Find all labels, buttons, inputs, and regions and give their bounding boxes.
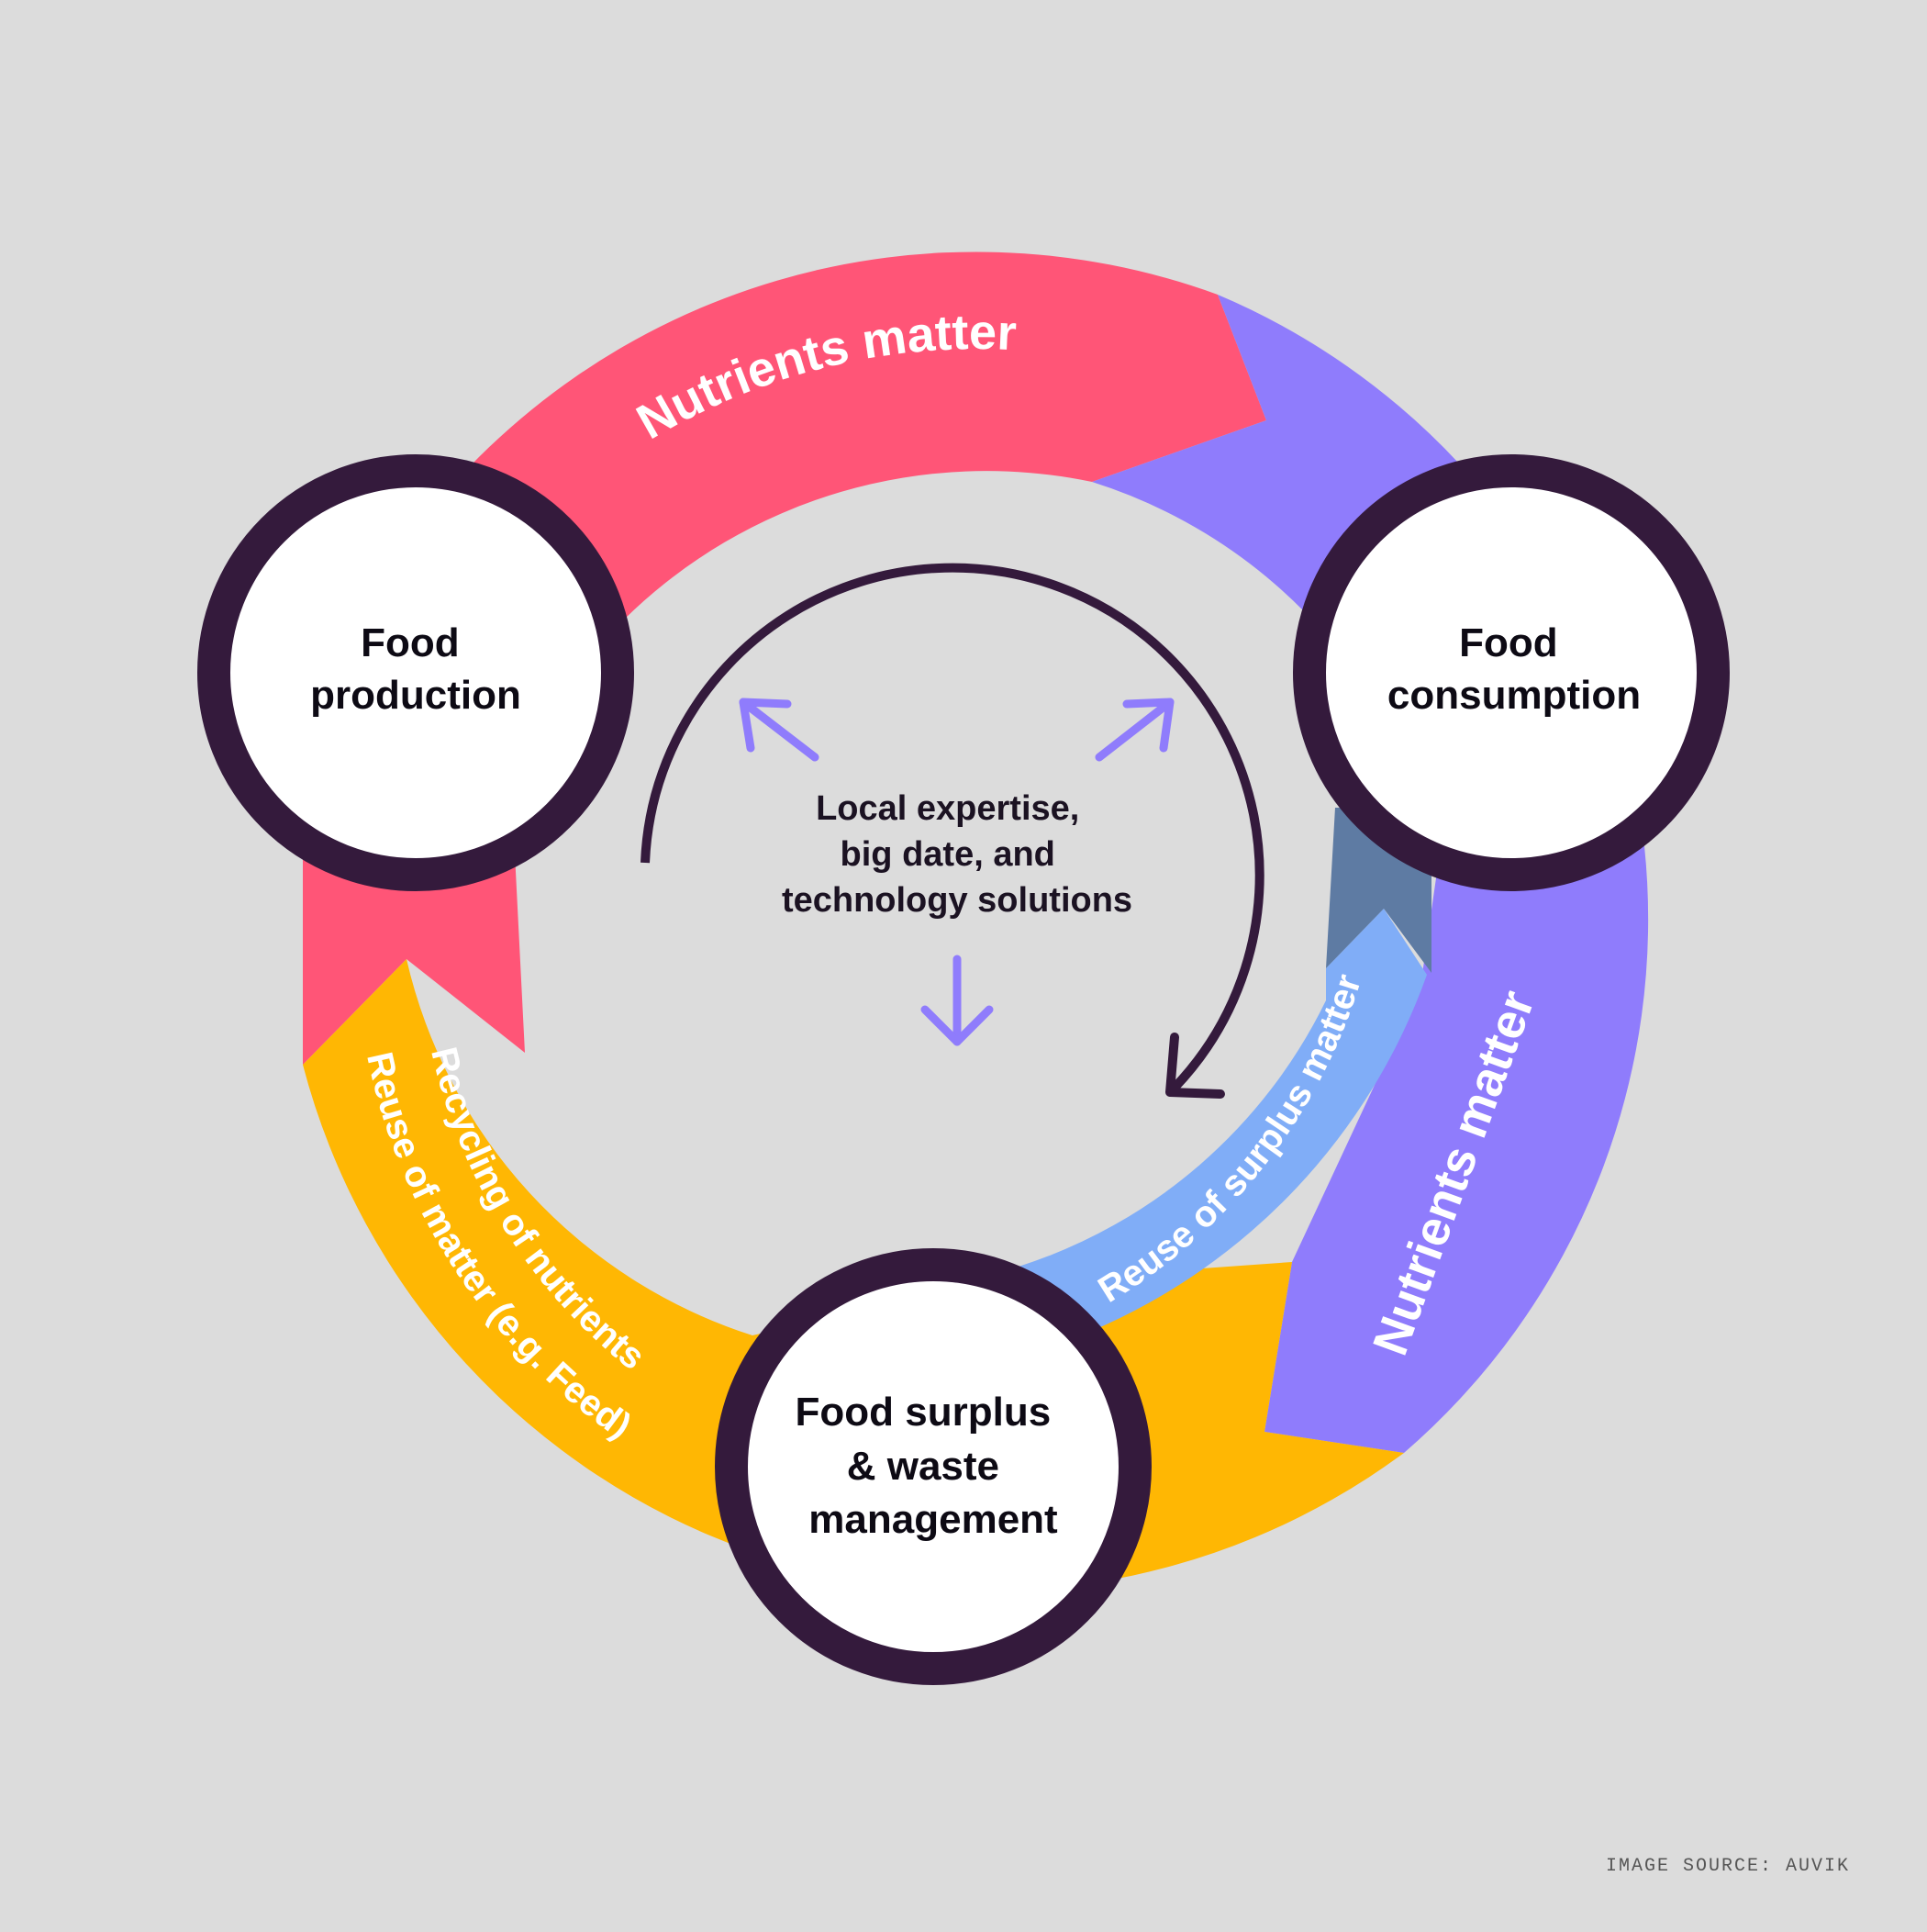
svg-text:Food consumption: Food consumption bbox=[1387, 620, 1641, 718]
band-violet-right bbox=[1264, 846, 1649, 1453]
band-pink-top bbox=[415, 251, 1266, 620]
band-pink-left bbox=[303, 835, 525, 1065]
node-food-production: Food production bbox=[197, 454, 634, 891]
svg-text:Food surplus & waste: Food surplus & waste management bbox=[796, 1390, 1063, 1542]
arrow-up-right-icon bbox=[1095, 698, 1175, 762]
arrow-up-left-icon bbox=[739, 698, 819, 762]
node-food-consumption: Food consumption bbox=[1293, 454, 1730, 891]
image-source-caption: IMAGE SOURCE: AUVIK bbox=[1606, 1856, 1850, 1877]
band-lightblue-inner bbox=[1019, 909, 1427, 1331]
node-food-waste-management: Food surplus & waste management bbox=[715, 1248, 1152, 1685]
arrow-down-icon bbox=[920, 955, 994, 1046]
center-cycle-arrow bbox=[640, 563, 1264, 1091]
center-cycle-arrowhead bbox=[1165, 1033, 1225, 1099]
center-label: Local expertise, big date, and technolog… bbox=[782, 789, 1132, 920]
svg-text:Food production: Food production bbox=[310, 620, 521, 718]
